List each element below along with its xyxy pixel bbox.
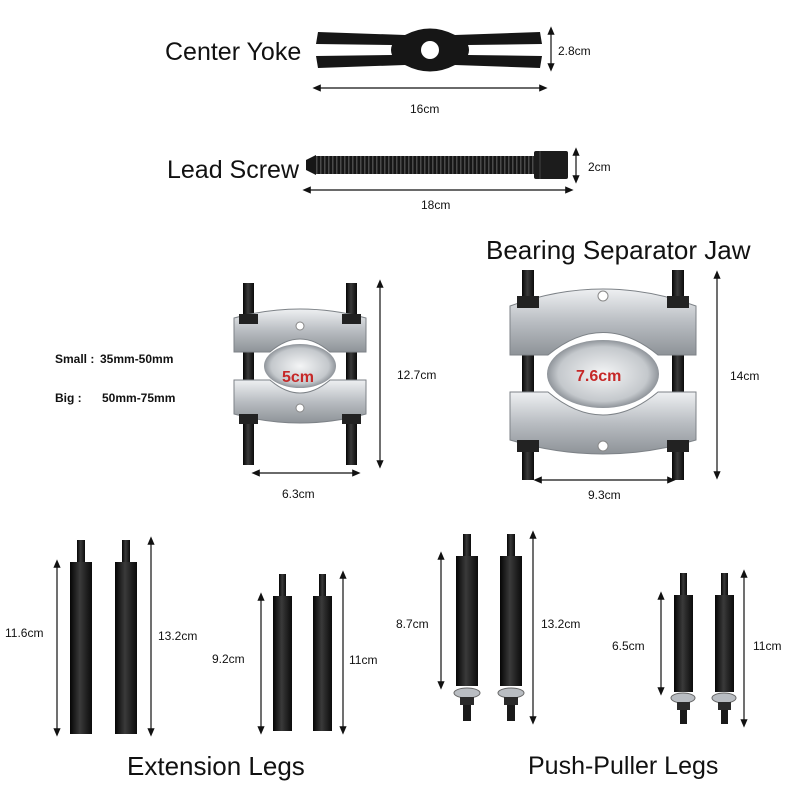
- small-label: Small :: [55, 352, 94, 366]
- lead-screw-title: Lead Screw: [167, 156, 300, 184]
- ext-short-total-label: 11cm: [349, 653, 377, 667]
- pp-leg-short-1-stud: [680, 573, 687, 595]
- big-jaw-height-label: 14cm: [730, 369, 759, 383]
- lead-screw: Lead Screw 2cm 18cm: [167, 147, 611, 212]
- screw-width-label: 18cm: [421, 198, 450, 212]
- pp-leg-short-1: [674, 595, 693, 692]
- bearing-separator-title: Bearing Separator Jaw: [486, 235, 751, 265]
- small-jaw-bolt-left: [243, 283, 254, 465]
- extension-legs: 11.6cm 13.2cm 9.2cm 11cm Extension Legs: [5, 536, 377, 781]
- small-jaw-lower-half: [233, 379, 367, 424]
- screw-thread: [316, 156, 536, 174]
- screw-tip: [306, 155, 316, 175]
- yoke-width-label: 16cm: [410, 102, 439, 116]
- extension-legs-title: Extension Legs: [127, 751, 305, 781]
- center-yoke-title: Center Yoke: [165, 38, 301, 66]
- pp-short-body-label: 6.5cm: [612, 639, 645, 653]
- yoke-hole: [421, 41, 439, 59]
- ext-leg-long-2-stud: [122, 540, 130, 562]
- small-jaw-bolt-right: [346, 283, 357, 465]
- small-range: 35mm-50mm: [100, 352, 173, 366]
- small-jaw-inner-label: 5cm: [282, 369, 314, 386]
- ext-leg-short-2: [313, 596, 332, 731]
- pp-leg-short-2: [715, 595, 734, 692]
- big-label: Big :: [55, 391, 82, 405]
- big-jaw-inner-label: 7.6cm: [576, 368, 621, 385]
- small-jaw-width-label: 6.3cm: [282, 487, 315, 501]
- small-jaw-bore: [264, 344, 336, 388]
- ext-leg-short-2-stud: [319, 574, 326, 596]
- pp-leg-long-2: [500, 556, 522, 686]
- pp-leg-long-1-stud: [463, 534, 471, 556]
- pp-leg-long-1: [456, 556, 478, 686]
- ext-long-body-label: 11.6cm: [5, 626, 43, 640]
- pp-short-total-label: 11cm: [753, 639, 781, 653]
- big-range: 50mm-75mm: [102, 391, 175, 405]
- screw-hex-head: [534, 151, 568, 179]
- ext-leg-short-1-stud: [279, 574, 286, 596]
- small-jaw-height-label: 12.7cm: [397, 368, 436, 382]
- size-ranges: Small : 35mm-50mm Big : 50mm-75mm: [55, 352, 175, 405]
- pp-leg-long-2-stud: [507, 534, 515, 556]
- small-separator-jaw: 5cm 12.7cm 6.3cm: [233, 279, 436, 501]
- push-puller-legs: 8.7cm 13.2cm 6.5cm 11cm Push-Puller Legs: [396, 530, 781, 780]
- ext-leg-short-1: [273, 596, 292, 731]
- ext-leg-long-2: [115, 562, 137, 734]
- center-yoke: Center Yoke 2.8cm 16cm: [165, 26, 591, 116]
- big-jaw-lower-half: [509, 391, 697, 455]
- big-jaw-upper-half: [509, 288, 697, 356]
- ext-long-total-label: 13.2cm: [158, 629, 197, 643]
- ext-leg-long-1: [70, 562, 92, 734]
- pp-leg-short-2-stud: [721, 573, 728, 595]
- screw-height-label: 2cm: [588, 160, 611, 174]
- pp-long-body-label: 8.7cm: [396, 617, 429, 631]
- yoke-height-label: 2.8cm: [558, 44, 591, 58]
- ext-short-body-label: 9.2cm: [212, 652, 245, 666]
- pp-long-total-label: 13.2cm: [541, 617, 580, 631]
- big-separator-jaw: 7.6cm 14cm 9.3cm: [509, 270, 759, 502]
- push-puller-legs-title: Push-Puller Legs: [528, 752, 718, 780]
- big-jaw-width-label: 9.3cm: [588, 488, 621, 502]
- ext-leg-long-1-stud: [77, 540, 85, 562]
- big-jaw-bore: [547, 340, 659, 408]
